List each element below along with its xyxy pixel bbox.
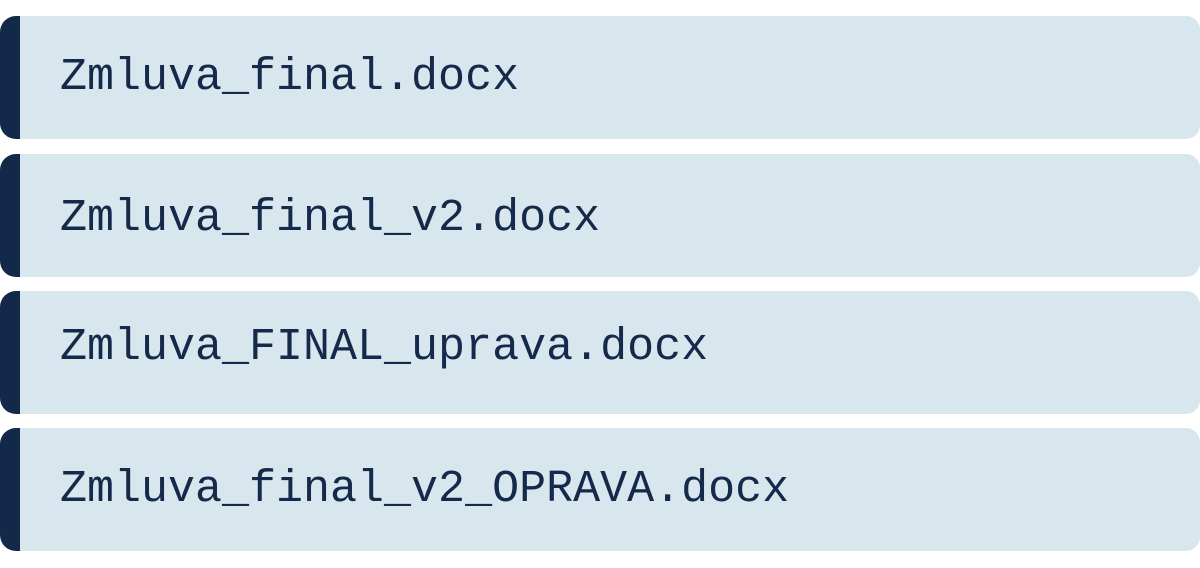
file-item[interactable]: Zmluva_final_v2_OPRAVA.docx bbox=[0, 428, 1200, 551]
file-name: Zmluva_FINAL_uprava.docx bbox=[60, 322, 709, 373]
file-item[interactable]: Zmluva_final.docx bbox=[0, 16, 1200, 139]
file-item[interactable]: Zmluva_FINAL_uprava.docx bbox=[0, 291, 1200, 414]
file-name: Zmluva_final.docx bbox=[60, 52, 520, 103]
file-name: Zmluva_final_v2.docx bbox=[60, 193, 601, 244]
file-item[interactable]: Zmluva_final_v2.docx bbox=[0, 154, 1200, 277]
file-name: Zmluva_final_v2_OPRAVA.docx bbox=[60, 464, 790, 515]
